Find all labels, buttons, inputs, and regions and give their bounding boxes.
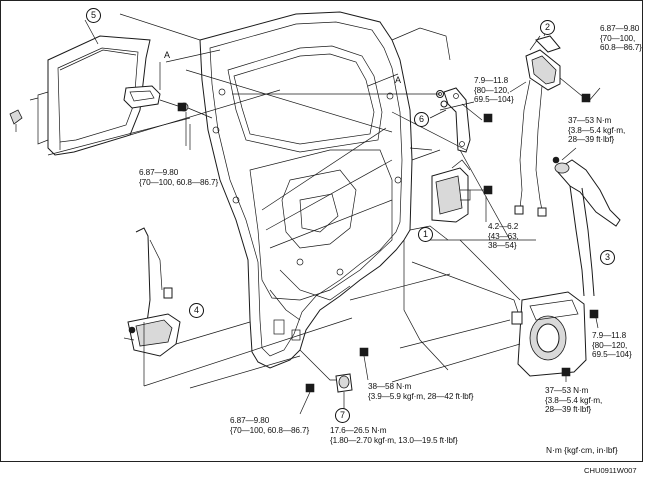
torque-line: {1.80—2.70 kgf·m, 13.0—19.5 ft·lbf} [330,435,458,445]
torque-line: {80—120, [592,340,628,350]
torque-line: 7.9—11.8 [474,76,509,85]
torque-door-bolt: 38—58 N·m {3.9—5.9 kgf·m, 28—42 ft·lbf} [368,382,474,401]
callout-5: 5 [86,8,101,23]
torque-line: 38—58 N·m [368,382,412,391]
view-mark-a-center: A [395,75,402,85]
glass-bracket-drawing [123,85,213,119]
torque-bolt-7: 17.6—26.5 N·m {1.80—2.70 kgf·m, 13.0—19.… [330,426,458,445]
torque-line: 28—39 ft·lbf} [568,135,615,145]
lower-bolts-drawing [305,347,369,408]
torque-lower-left-bolt: 6.87—9.80 {70—100, 60.8—86.7} [230,416,309,435]
torque-line: 6.87—9.80 [230,416,270,425]
callout-1: 1 [418,227,433,242]
torque-line: 6.87—9.80 [139,168,179,177]
torque-hinge-bolt-top: 7.9—11.8 {80—120, 69.5—104} [474,76,514,105]
lock-rod-drawing [429,87,471,153]
torque-lock-bolt: 4.2—6.2 {43—63, 38—54} [488,222,519,251]
torque-seatbelt-lower: 37—53 N·m {3.8—5.4 kgf·m, 28—39 ft·lbf} [545,386,602,415]
figure-code: CHU0911W007 [584,466,637,475]
torque-line: {3.9—5.9 kgf·m, 28—42 ft·lbf} [368,391,474,401]
torque-line: {3.8—5.4 kgf·m, [568,125,626,135]
callout-4: 4 [189,303,204,318]
torque-line: 6.87—9.80 [600,24,640,33]
torque-line: {43—63, [488,231,519,241]
torque-line: {70—100, 60.8—86.7} [139,177,219,187]
torque-line: 28—39 ft·lbf} [545,405,592,415]
torque-seatbelt-upper: 37—53 N·m {3.8—5.4 kgf·m, 28—39 ft·lbf} [568,116,625,145]
torque-line: 7.9—11.8 [592,331,627,340]
seatbelt-drawing [511,156,621,377]
callout-3: 3 [600,250,615,265]
torque-line: 37—53 N·m [545,386,589,395]
quarter-glass-drawing [29,19,151,156]
hinge-bracket-drawing [483,25,591,217]
units-note: N·m {kgf·cm, in·lbf} [546,445,618,455]
torque-upper-right-bolt: 6.87—9.80 {70—100, 60.8—86.7} [600,24,642,53]
torque-line: 37—53 N·m [568,116,612,125]
callout-7: 7 [335,408,350,423]
diagram-frame [0,0,643,462]
view-mark-a-left: A [164,50,171,60]
torque-line: 69.5—104} [592,350,632,360]
torque-retractor-bolt: 7.9—11.8 {80—120, 69.5—104} [592,331,632,360]
callout-2: 2 [540,20,555,35]
door-lock-drawing [431,159,493,223]
torque-line: 4.2—6.2 [488,222,519,231]
rod-actuator-drawing [123,227,181,357]
torque-line: 60.8—86.7} [600,43,642,53]
torque-line: 69.5—104} [474,95,514,105]
door-panel-drawing [199,11,451,381]
torque-line: {3.8—5.4 kgf·m, [545,395,603,405]
torque-line: 38—54} [488,241,517,251]
torque-glass-bolt: 6.87—9.80 {70—100, 60.8—86.7} [139,168,218,187]
torque-line: {80—120, [474,85,510,95]
torque-line: 17.6—26.5 N·m [330,426,387,435]
torque-line: {70—100, 60.8—86.7} [230,425,310,435]
callout-6: 6 [414,112,429,127]
clip-left-drawing [9,109,23,132]
torque-line: {70—100, [600,33,636,43]
